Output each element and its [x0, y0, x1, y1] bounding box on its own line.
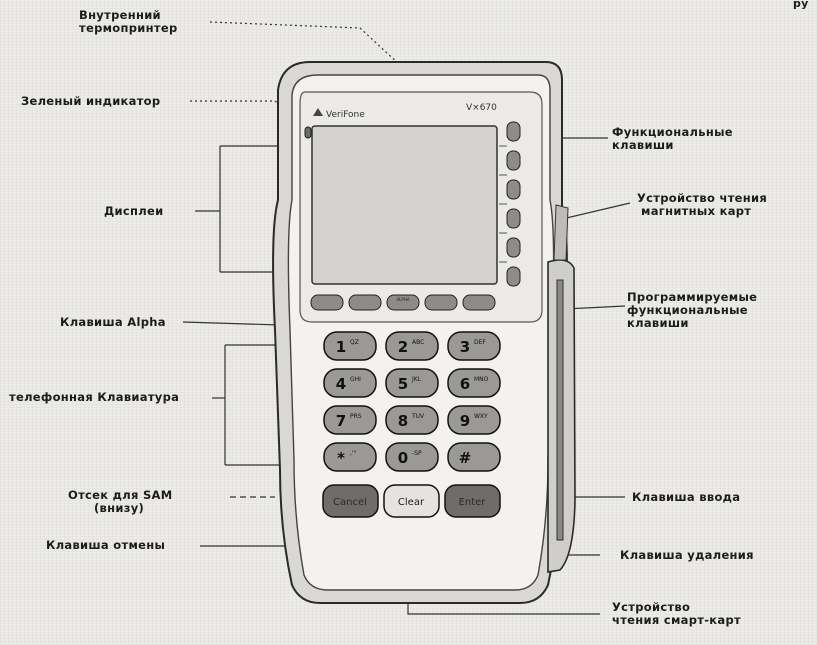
screen: [311, 125, 498, 285]
key-2[interactable]: 2 ABC: [385, 331, 439, 361]
corner-mark: ру: [793, 0, 809, 10]
cancel-key-label: Cancel: [333, 497, 367, 508]
label-sam: Отсек для SAM(внизу): [68, 488, 173, 515]
label-clear-key: Клавиша удаления: [620, 548, 754, 562]
key-main-label: 7: [336, 412, 346, 430]
alpha-key-label: ALPHA: [396, 297, 409, 302]
clear-key[interactable]: [383, 484, 440, 518]
verifone-logo-icon: [313, 108, 323, 116]
soft-key-1[interactable]: [310, 294, 344, 311]
key-main-label: 1: [336, 338, 346, 356]
soft-key-3[interactable]: [424, 294, 458, 311]
soft-key-4[interactable]: [462, 294, 496, 311]
key-main-label: *: [337, 449, 345, 467]
key-0[interactable]: 0 -SP: [385, 442, 439, 472]
cancel-key[interactable]: [322, 484, 379, 518]
key-6[interactable]: 6 MNO: [447, 368, 501, 398]
magnetic-slot: [556, 279, 564, 541]
key-sub-label: PRS: [350, 413, 362, 420]
enter-key[interactable]: [444, 484, 501, 518]
key-sub-label: WXY: [474, 413, 488, 420]
function-key-4[interactable]: [506, 208, 521, 229]
key-hash[interactable]: #: [447, 442, 501, 472]
key-main-label: 9: [460, 412, 470, 430]
function-keys[interactable]: [499, 121, 521, 287]
key-sub-label: GHI: [350, 376, 361, 383]
green-led: [304, 126, 312, 139]
key-main-label: 6: [460, 375, 470, 393]
key-sub-label: TUV: [411, 413, 425, 420]
function-key-1[interactable]: [506, 121, 521, 142]
label-phone-keypad: телефонная Клавиатура: [9, 390, 180, 404]
key-sub-label: JKL: [411, 376, 422, 383]
key-sub-label: MNO: [474, 376, 489, 383]
key-star[interactable]: * ,'": [323, 442, 377, 472]
label-cancel-key: Клавиша отмены: [46, 538, 166, 552]
key-sub-label: QZ: [350, 339, 359, 346]
key-main-label: 2: [398, 338, 408, 356]
alpha-key[interactable]: [386, 294, 420, 311]
key-main-label: 3: [460, 338, 470, 356]
label-display: Дисплеи: [104, 204, 164, 218]
key-sub-label: DEF: [474, 339, 486, 346]
clear-key-label: Clear: [398, 497, 425, 508]
key-sub-label: ,'": [350, 450, 357, 457]
label-green-led: Зеленый индикатор: [21, 94, 161, 108]
key-7[interactable]: 7 PRS: [323, 405, 377, 435]
key-main-label: 0: [398, 449, 408, 467]
soft-key-2[interactable]: [348, 294, 382, 311]
brand-label: VeriFone: [326, 110, 365, 120]
key-1[interactable]: 1 QZ: [323, 331, 377, 361]
key-main-label: 8: [398, 412, 408, 430]
key-main-label: #: [459, 449, 472, 467]
function-key-6[interactable]: [506, 266, 521, 287]
label-enter-key: Клавиша ввода: [632, 490, 741, 504]
key-main-label: 4: [336, 375, 346, 393]
key-sub-label: ABC: [412, 339, 424, 346]
programmable-keys[interactable]: ALPHA: [310, 294, 496, 311]
reader-top: [553, 204, 569, 261]
key-3[interactable]: 3 DEF: [447, 331, 501, 361]
model-label: V×670: [466, 103, 497, 113]
key-4[interactable]: 4 GHI: [323, 368, 377, 398]
key-9[interactable]: 9 WXY: [447, 405, 501, 435]
enter-key-label: Enter: [459, 497, 487, 508]
control-keys[interactable]: Cancel Clear Enter: [322, 484, 501, 518]
function-key-3[interactable]: [506, 179, 521, 200]
key-main-label: 5: [398, 375, 408, 393]
key-sub-label: -SP: [412, 450, 422, 457]
function-key-5[interactable]: [506, 237, 521, 258]
label-alpha-key: Клавиша Alpha: [60, 315, 166, 329]
function-key-2[interactable]: [506, 150, 521, 171]
